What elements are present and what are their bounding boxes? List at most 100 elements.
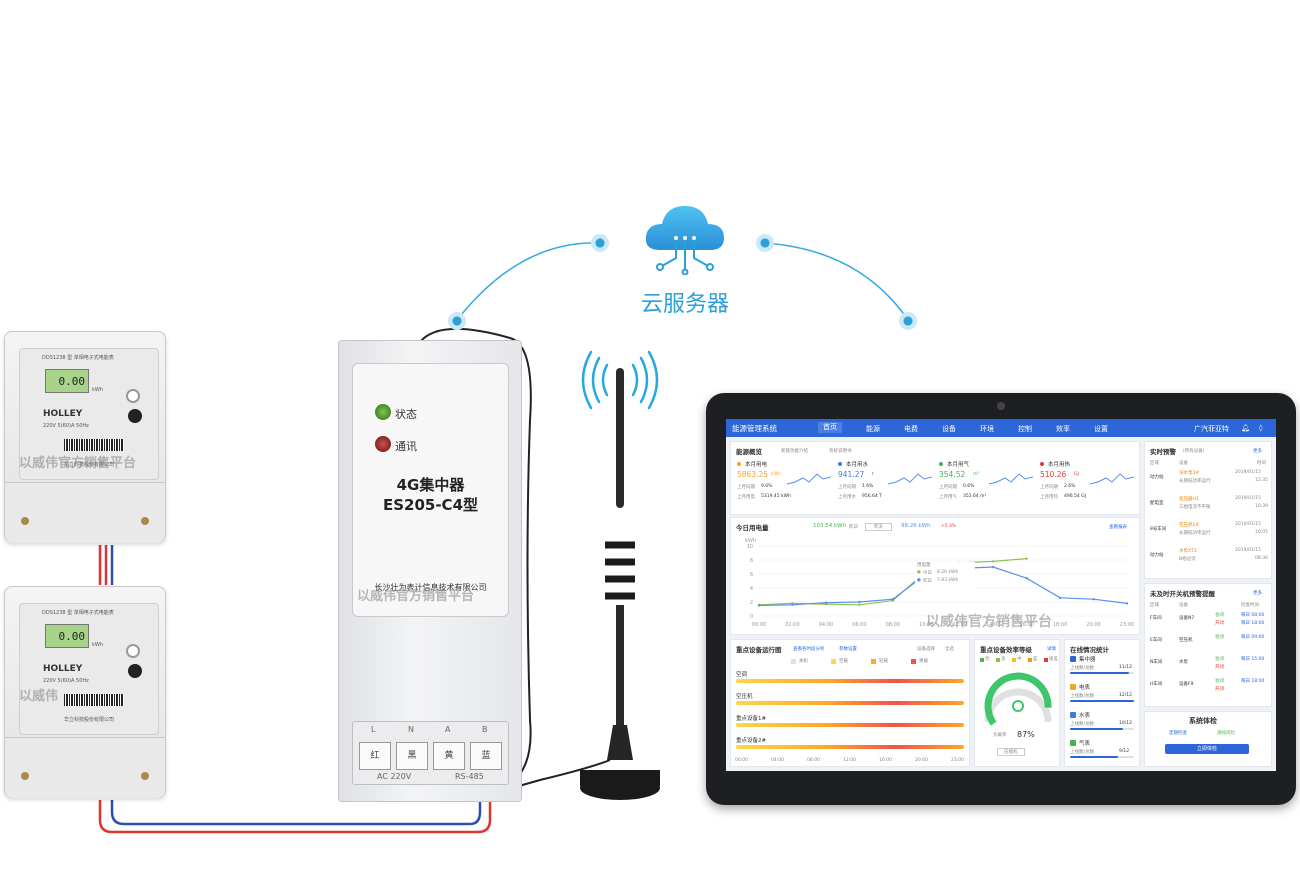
tile-prev-label: 上月同期	[1040, 485, 1058, 490]
electric-meter: DDS1238 型 单相电子式电能表 0.00 kWh HOLLEY 220V …	[4, 331, 166, 543]
compare-select[interactable]: 昨天	[865, 523, 892, 531]
online-item-name: 气表	[1079, 741, 1091, 747]
bell-icon[interactable]: 🔔︎	[1241, 424, 1250, 432]
operation-link[interactable]: 查看各时段分析	[793, 647, 825, 652]
operation-time-tick: 16:00	[879, 758, 892, 763]
overview-tab[interactable]: 新能功能介绍	[781, 449, 808, 454]
watermark: 以威伟官方销售平台	[926, 614, 1052, 630]
y-tick-label: 8	[750, 558, 753, 564]
online-item-value: 12/12	[1119, 693, 1132, 698]
tile-name: 本月用热	[1048, 462, 1071, 468]
status-label: 状态	[395, 408, 417, 421]
nav-bill[interactable]: 电费	[904, 425, 918, 433]
alert-desc: 长期低功率运行	[1179, 479, 1211, 484]
shutdown-more-link[interactable]: 更多	[1253, 591, 1262, 596]
shutdown-time: 每日 18:00	[1241, 679, 1265, 684]
x-tick-label: 20:00	[1086, 622, 1100, 628]
series-line-今日	[758, 558, 1027, 606]
alert-date: 2019/01/15	[1235, 496, 1261, 501]
nav-control[interactable]: 控制	[1018, 425, 1032, 433]
view-report-link[interactable]: 查看报表	[1109, 525, 1127, 530]
electric-meter: DDS1238 型 单相电子式电能表 0.00 kWh HOLLEY 220V …	[4, 586, 166, 798]
dashboard-topbar: 能源管理系统 首页 能源 电费 设备 环境 控制 效率 设置 广汽菲亚特 🔔︎ …	[726, 419, 1276, 437]
alert-time: 08:36	[1255, 556, 1268, 561]
select-all[interactable]: 全选	[945, 647, 954, 652]
x-tick-label: 06:00	[852, 622, 866, 628]
online-item-name: 集中器	[1079, 657, 1096, 663]
alert-area: 动力站	[1150, 475, 1164, 480]
run-check-button[interactable]: 立即体检	[1165, 744, 1249, 754]
antenna	[580, 350, 660, 800]
drop-icon[interactable]: ◊	[1259, 424, 1263, 432]
tile-value: 5863.25	[737, 470, 769, 479]
shutdown-device: 空压机	[1179, 638, 1193, 643]
shutdown-title: 未及时开关机预警提醒	[1150, 590, 1215, 598]
efficiency-link[interactable]: 详情	[1047, 647, 1056, 652]
tile-prev-value: 1.6%	[862, 484, 874, 489]
x-tick-label: 08:00	[886, 622, 900, 628]
device-select[interactable]: 设备选择	[917, 647, 935, 652]
connection-node-icon	[756, 234, 774, 252]
terminal-a: 黄	[433, 742, 465, 770]
tile-last-label: 上月用热	[1040, 495, 1058, 500]
online-progress-fill	[1070, 700, 1134, 702]
user-menu[interactable]: 广汽菲亚特	[1194, 425, 1229, 433]
online-item-label: 上线数/总数	[1070, 666, 1095, 671]
series-point	[891, 598, 895, 601]
tablet-device: 能源管理系统 首页 能源 电费 设备 环境 控制 效率 设置 广汽菲亚特 🔔︎ …	[706, 393, 1296, 805]
tile-sparkline	[1090, 473, 1134, 485]
screw-icon	[141, 772, 149, 780]
4g-concentrator: 状态 通讯 4G集中器 ES205-C4型 长沙壮为表计信息技术有限公司 以威伟…	[338, 340, 522, 802]
series-point	[991, 560, 995, 563]
tile-color-dot	[1040, 462, 1044, 466]
x-tick-label: 10:00	[919, 622, 933, 628]
nav-device[interactable]: 设备	[942, 425, 956, 433]
alert-device[interactable]: 深水泵3#	[1179, 471, 1200, 476]
series-point	[991, 565, 995, 569]
efficiency-device-select[interactable]: 压缩机	[997, 748, 1025, 756]
concentrator-company: 长沙壮为表计信息技术有限公司	[374, 583, 487, 592]
operation-legend-swatch	[871, 659, 876, 664]
nav-home[interactable]: 首页	[818, 422, 842, 433]
nav-settings[interactable]: 设置	[1094, 425, 1108, 433]
health-title: 系统体检	[1189, 717, 1217, 725]
operation-legend-label: 重载	[919, 659, 928, 664]
alert-device[interactable]: 变压器H1	[1179, 497, 1199, 502]
operation-legend-swatch	[791, 659, 796, 664]
alerts-more-link[interactable]: 更多	[1253, 449, 1262, 454]
operation-legend-swatch	[831, 659, 836, 664]
tile-unit: m³	[973, 472, 980, 477]
series-point	[824, 601, 828, 604]
operation-legend-label: 关机	[799, 659, 808, 664]
shutdown-device: 设备F9	[1179, 682, 1194, 687]
nav-environment[interactable]: 环境	[980, 425, 994, 433]
overview-tab[interactable]: 系统说明书	[829, 449, 852, 454]
meter-face: DDS1238 型 单相电子式电能表 0.00 kWh HOLLEY 220V …	[19, 348, 159, 480]
tile-value: 354.52	[939, 470, 966, 479]
alert-device[interactable]: 空压机1#	[1179, 523, 1200, 528]
online-item-name: 水表	[1079, 713, 1091, 719]
alert-device[interactable]: 水泵XT3	[1179, 549, 1197, 554]
comm-label: 通讯	[395, 440, 417, 453]
screw-icon	[141, 517, 149, 525]
series-point	[757, 604, 761, 607]
tile-color-dot	[737, 462, 741, 466]
today-value-label: 昨日	[849, 525, 858, 530]
series-point	[858, 600, 861, 604]
tile-color-dot	[838, 462, 842, 466]
tile-prev-label: 上月同期	[838, 485, 856, 490]
nav-energy[interactable]: 能源	[866, 425, 880, 433]
shutdown-device: 设备N7	[1179, 616, 1195, 621]
status-led-icon	[375, 404, 391, 420]
series-point	[1058, 596, 1062, 599]
meter-unit: kWh	[92, 642, 104, 648]
x-tick-label: 16:00	[1019, 622, 1033, 628]
tile-prev-value: 2.6%	[1064, 484, 1076, 489]
tile-unit: t	[872, 472, 874, 477]
alert-date: 2019/01/15	[1235, 548, 1261, 553]
operation-link[interactable]: 参数设置	[839, 647, 857, 652]
nav-efficiency[interactable]: 效率	[1056, 425, 1070, 433]
tile-sparkline	[989, 473, 1033, 485]
alert-area: 动力站	[1150, 553, 1164, 558]
